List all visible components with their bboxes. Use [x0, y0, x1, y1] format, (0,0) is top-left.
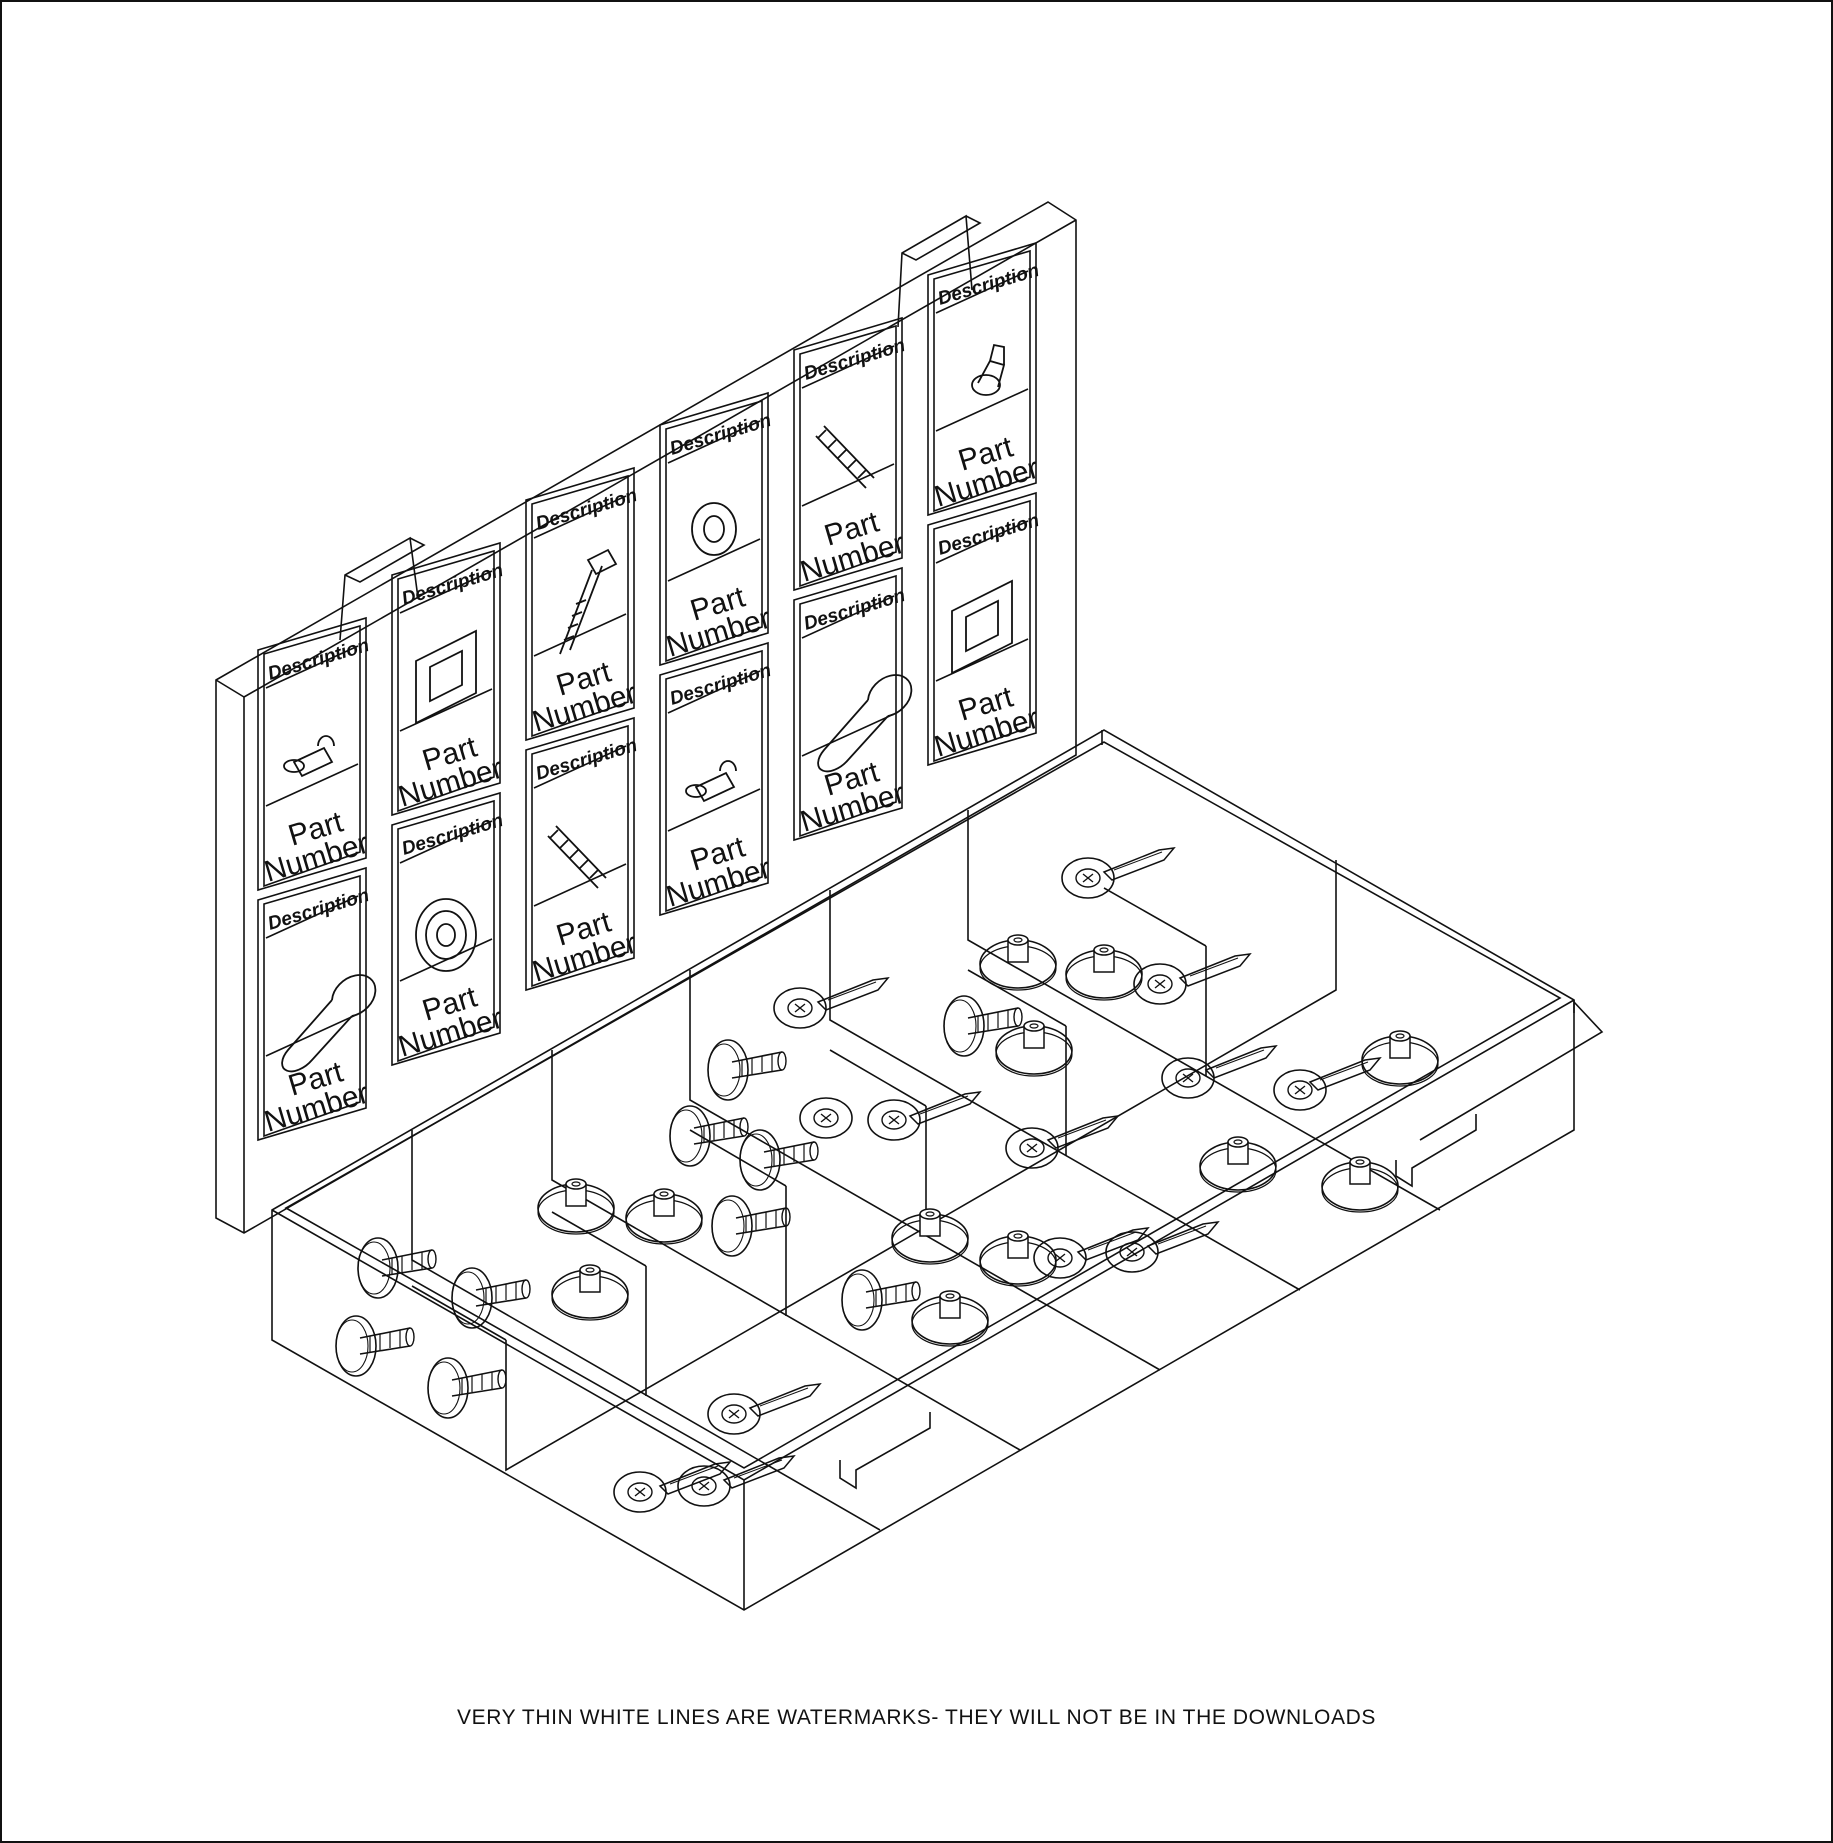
flat-washer-icon: [691, 502, 737, 556]
plastic-rivet-icon: [1033, 1237, 1087, 1279]
lid-label-grid: DescriptionPartNumberDescriptionPartNumb…: [257, 241, 1042, 1142]
elbow-fitting-icon: [283, 735, 335, 778]
card-frame: [525, 716, 635, 992]
push-pin-icon: [943, 995, 1023, 1057]
push-pin-icon: [707, 1039, 787, 1101]
nozzle-fitting-icon: [971, 343, 1006, 396]
card-divider: [533, 745, 627, 907]
push-pin-icon: [427, 1357, 507, 1419]
card-frame: [257, 616, 367, 892]
grommet-icon: [995, 1020, 1073, 1077]
grommet-icon: [979, 1230, 1057, 1287]
trim-clip-icon: [1047, 1115, 1119, 1149]
grommet-icon: [1065, 944, 1143, 1001]
grommet-icon: [1321, 1156, 1399, 1213]
elbow-fitting-icon: [685, 760, 737, 803]
plastic-rivet-icon: [1005, 1127, 1059, 1169]
grommet-icon: [551, 1264, 629, 1321]
card-divider: [533, 495, 627, 657]
plastic-rivet-icon: [677, 1465, 731, 1507]
card-frame: [927, 491, 1037, 767]
plastic-rivet-icon: [1105, 1231, 1159, 1273]
card-divider: [801, 345, 895, 507]
card-divider: [935, 270, 1029, 432]
card-frame: [659, 391, 769, 667]
card-frame: [659, 641, 769, 917]
card-frame: [793, 566, 903, 842]
threaded-rod-icon: [815, 425, 875, 489]
trim-clip-icon: [817, 977, 889, 1011]
card-frame: [927, 241, 1037, 517]
card-frame: [391, 541, 501, 817]
tray-fasteners: [335, 847, 1439, 1513]
plastic-rivet-icon: [799, 1097, 853, 1139]
push-pin-icon: [335, 1315, 415, 1377]
grommet-icon: [911, 1290, 989, 1347]
plastic-rivet-icon: [1161, 1057, 1215, 1099]
square-washer-icon: [415, 629, 477, 725]
card-divider: [667, 420, 761, 582]
plastic-rivet-icon: [613, 1471, 667, 1513]
card-divider: [801, 595, 895, 757]
grommet-icon: [625, 1188, 703, 1245]
threaded-rod-icon: [547, 825, 607, 889]
organizer-lid: [215, 201, 1077, 1234]
lid-latch-right: [897, 214, 973, 328]
trim-clip-icon: [1205, 1045, 1277, 1079]
card-divider: [667, 670, 761, 832]
card-divider: [265, 645, 359, 807]
plastic-rivet-icon: [773, 987, 827, 1029]
plastic-rivet-icon: [1061, 857, 1115, 899]
watermark-note: VERY THIN WHITE LINES ARE WATERMARKS- TH…: [457, 1706, 1376, 1729]
trim-clip-icon: [1179, 953, 1251, 987]
plastic-rivet-icon: [707, 1393, 761, 1435]
push-pin-icon: [841, 1269, 921, 1331]
push-pin-icon: [711, 1195, 791, 1257]
grommet-icon: [979, 934, 1057, 991]
grommet-icon: [891, 1208, 969, 1265]
card-frame: [257, 866, 367, 1142]
card-frame: [793, 316, 903, 592]
card-frame: [525, 466, 635, 742]
plastic-rivet-icon: [1133, 963, 1187, 1005]
hex-bolt-icon: [559, 548, 618, 655]
square-washer-icon: [951, 579, 1013, 675]
card-divider: [399, 820, 493, 982]
concentric-washer-icon: [415, 898, 477, 972]
card-divider: [265, 895, 359, 1057]
card-frame: [391, 791, 501, 1067]
plastic-rivet-icon: [867, 1099, 921, 1141]
round-rivet-icon: [817, 674, 913, 773]
round-rivet-icon: [281, 974, 377, 1073]
organizer-tray: [271, 729, 1604, 1611]
